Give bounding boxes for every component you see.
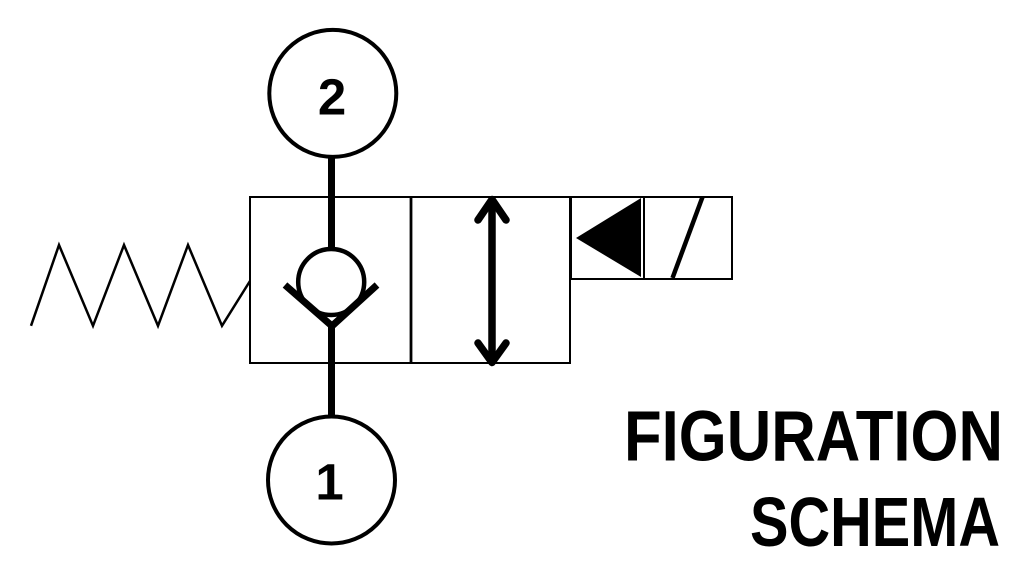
svg-text:1: 1 — [315, 454, 343, 511]
svg-text:SCHEMA: SCHEMA — [750, 483, 1000, 561]
svg-text:2: 2 — [318, 69, 346, 126]
svg-text:FIGURATION: FIGURATION — [624, 398, 1003, 477]
